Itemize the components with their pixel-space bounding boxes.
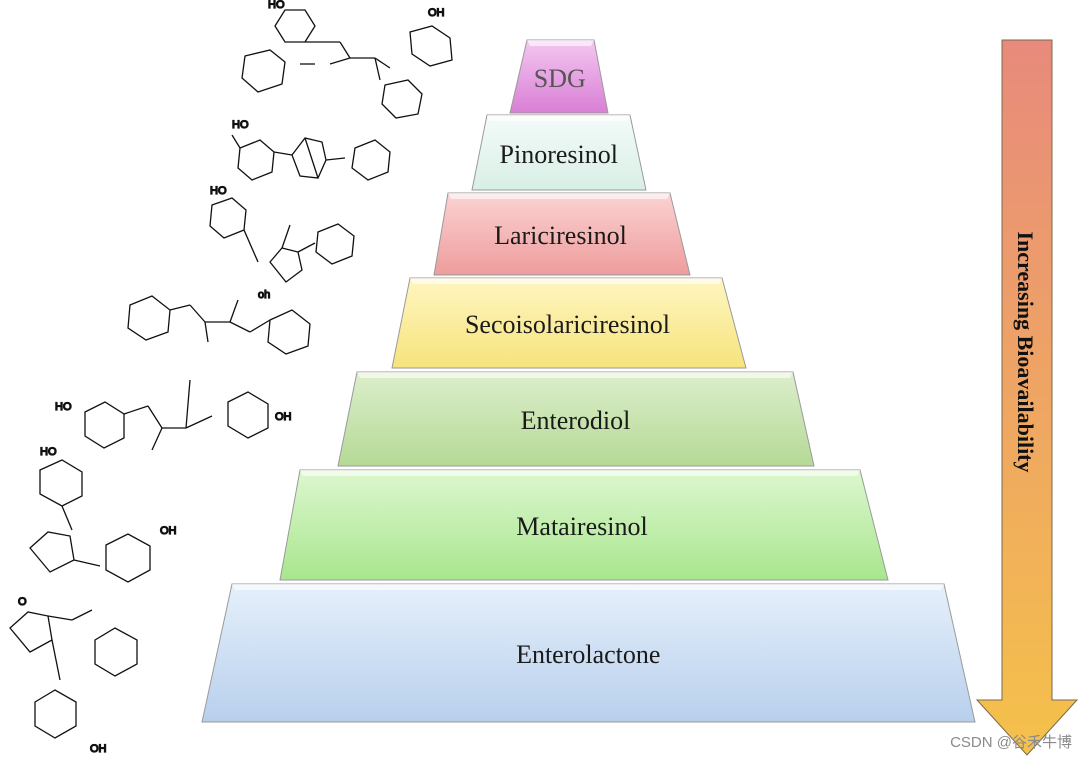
structure-lariciresinol <box>209 197 355 283</box>
label-ho: HO <box>55 401 72 413</box>
label-oh: OH <box>275 411 292 423</box>
label-oh: OH <box>428 7 445 19</box>
pyramid-tiers <box>201 39 976 723</box>
structure-sdg <box>241 9 453 119</box>
arrow-label: Increasing Bioavailability <box>1013 231 1038 473</box>
tier-highlight <box>232 584 944 590</box>
tier-highlight <box>357 372 793 378</box>
structure-secoisolariciresinol <box>127 295 311 355</box>
label-oh: OH <box>90 743 107 755</box>
structure-matairesinol <box>29 459 151 583</box>
label-oh: oh <box>258 289 270 301</box>
tier-highlight <box>527 40 594 46</box>
chem-structures: HO OH HO HO oh HO OH HO OH OH O <box>9 0 453 756</box>
watermark: CSDN @谷禾牛博 <box>950 734 1072 751</box>
structure-pinoresinol <box>231 134 391 181</box>
structure-enterodiol <box>84 379 269 451</box>
structure-enterolactone <box>9 609 138 739</box>
label-ho: HO <box>232 119 249 131</box>
label-o: O <box>18 596 27 608</box>
tier-highlight <box>448 193 670 199</box>
tier-label-secoisolariciresinol: Secoisolariciresinol <box>464 310 671 339</box>
bioavailability-arrow <box>975 39 1079 756</box>
label-oh: OH <box>160 525 177 537</box>
tier-label-lariciresinol: Lariciresinol <box>494 221 627 250</box>
tier-label-sdg: SDG <box>533 63 586 93</box>
tier-label-enterolactone: Enterolactone <box>516 640 661 669</box>
label-oh: HO <box>268 0 285 11</box>
tier-label-matairesinol: Matairesinol <box>516 512 648 541</box>
tier-highlight <box>300 470 860 476</box>
tier-highlight <box>410 278 722 284</box>
tier-label-pinoresinol: Pinoresinol <box>499 139 618 169</box>
label-ho: HO <box>40 446 57 458</box>
tier-label-enterodiol: Enterodiol <box>520 406 631 435</box>
tier-highlight <box>487 115 630 121</box>
label-ho: HO <box>210 185 227 197</box>
